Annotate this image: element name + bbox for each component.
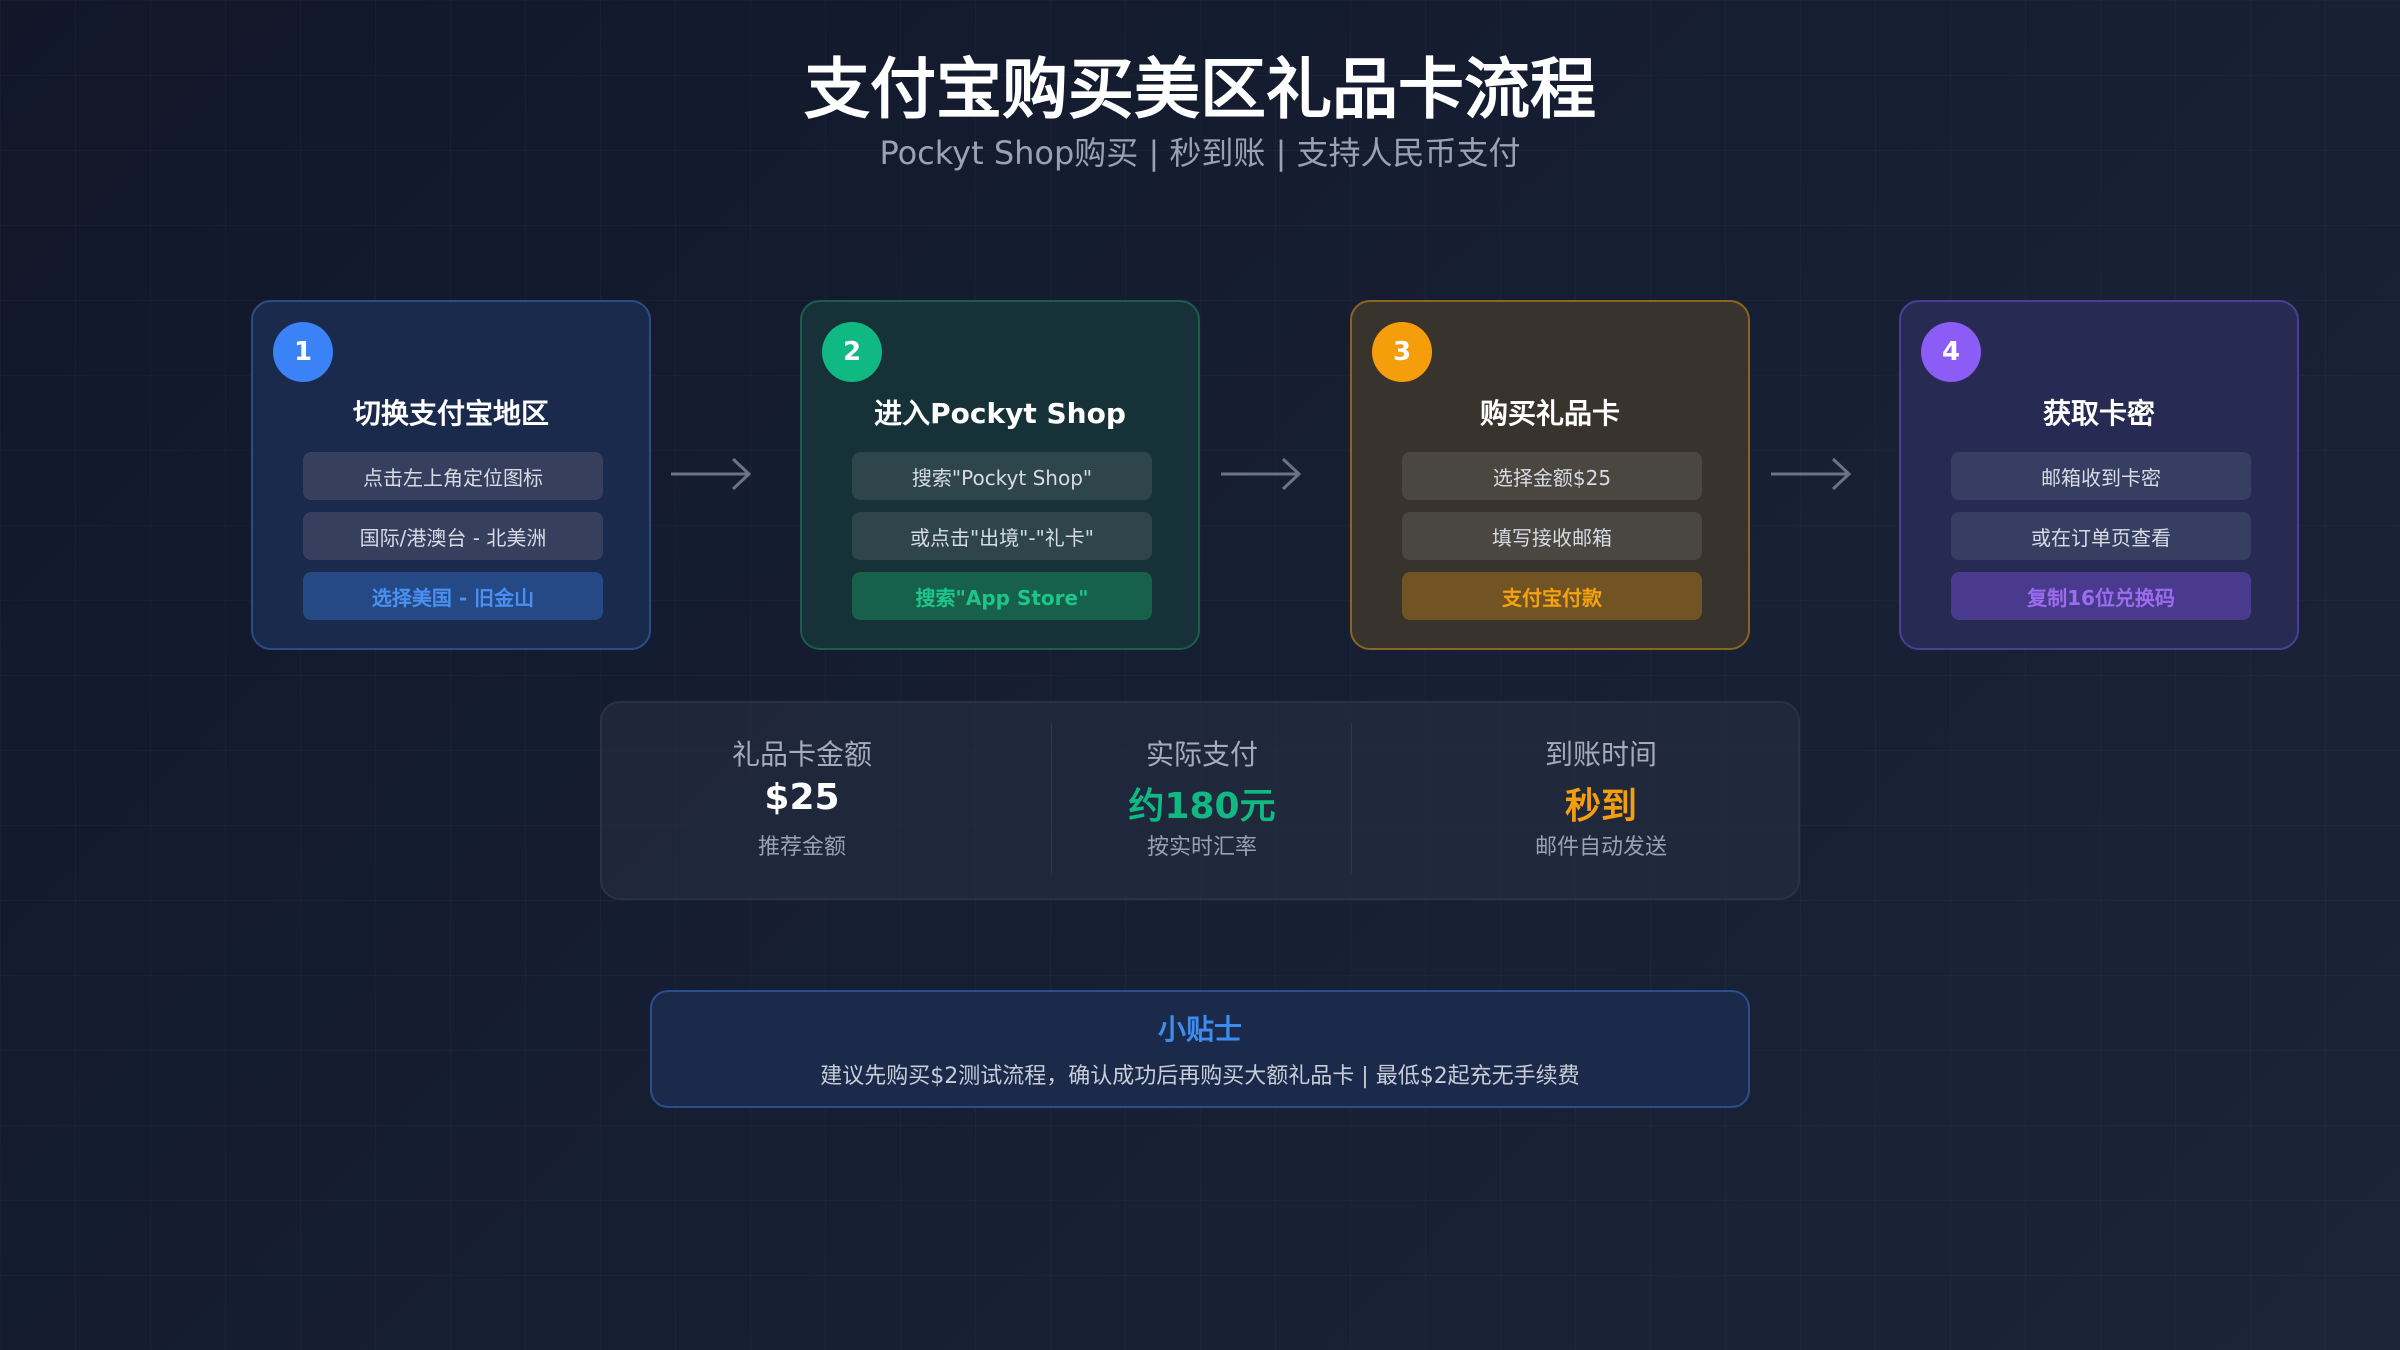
stat-sub: 按实时汇率: [1146, 835, 1257, 860]
step-number-badge: 1: [273, 322, 333, 382]
step-number-badge: 4: [1921, 322, 1981, 382]
step-item: 填写接收邮箱: [1402, 512, 1702, 560]
step-title: 购买礼品卡: [1479, 397, 1620, 430]
stat-sub: 推荐金额: [757, 835, 846, 860]
divider: [1051, 723, 1052, 873]
step-item-highlight: 搜索"App Store": [852, 572, 1152, 620]
stat-value: $25: [764, 777, 840, 818]
step-card-2: 2 进入Pockyt Shop 搜索"Pockyt Shop" 或点击"出境"-…: [800, 300, 1200, 650]
stat-label: 到账时间: [1544, 738, 1657, 771]
step-item: 选择金额$25: [1402, 452, 1702, 500]
stat-value: 约180元: [1128, 786, 1276, 827]
step-item: 国际/港澳台 - 北美洲: [303, 512, 603, 560]
step-item: 或在订单页查看: [1951, 512, 2251, 560]
page-subtitle: Pockyt Shop购买 | 秒到账 | 支持人民币支付: [879, 134, 1521, 172]
tip-box: 小贴士 建议先购买$2测试流程，确认成功后再购买大额礼品卡 | 最低$2起充无手…: [650, 990, 1750, 1108]
step-item: 点击左上角定位图标: [303, 452, 603, 500]
arrow-right-icon: [671, 457, 752, 491]
step-item: 搜索"Pockyt Shop": [852, 452, 1152, 500]
step-item-highlight: 选择美国 - 旧金山: [303, 572, 603, 620]
step-title: 进入Pockyt Shop: [874, 397, 1126, 430]
stat-value: 秒到: [1564, 786, 1637, 827]
step-number-badge: 2: [822, 322, 882, 382]
step-title: 切换支付宝地区: [352, 397, 549, 430]
page-title: 支付宝购买美区礼品卡流程: [804, 51, 1596, 128]
tip-text: 建议先购买$2测试流程，确认成功后再购买大额礼品卡 | 最低$2起充无手续费: [820, 1064, 1580, 1089]
step-item-highlight: 复制16位兑换码: [1951, 572, 2251, 620]
step-number-badge: 3: [1372, 322, 1432, 382]
arrow-right-icon: [1221, 457, 1302, 491]
step-card-3: 3 购买礼品卡 选择金额$25 填写接收邮箱 支付宝付款: [1350, 300, 1750, 650]
step-item: 邮箱收到卡密: [1951, 452, 2251, 500]
step-card-1: 1 切换支付宝地区 点击左上角定位图标 国际/港澳台 - 北美洲 选择美国 - …: [251, 300, 651, 650]
stats-panel: 礼品卡金额 $25 推荐金额 实际支付 约180元 按实时汇率 到账时间 秒到 …: [600, 701, 1800, 900]
step-title: 获取卡密: [2042, 397, 2155, 430]
tip-title: 小贴士: [1157, 1013, 1242, 1046]
step-item-highlight: 支付宝付款: [1402, 572, 1702, 620]
stat-label: 实际支付: [1145, 738, 1258, 771]
divider: [1351, 723, 1352, 873]
step-item: 或点击"出境"-"礼卡": [852, 512, 1152, 560]
stat-sub: 邮件自动发送: [1534, 835, 1667, 860]
step-card-4: 4 获取卡密 邮箱收到卡密 或在订单页查看 复制16位兑换码: [1899, 300, 2299, 650]
arrow-right-icon: [1771, 457, 1852, 491]
stat-label: 礼品卡金额: [731, 738, 872, 771]
